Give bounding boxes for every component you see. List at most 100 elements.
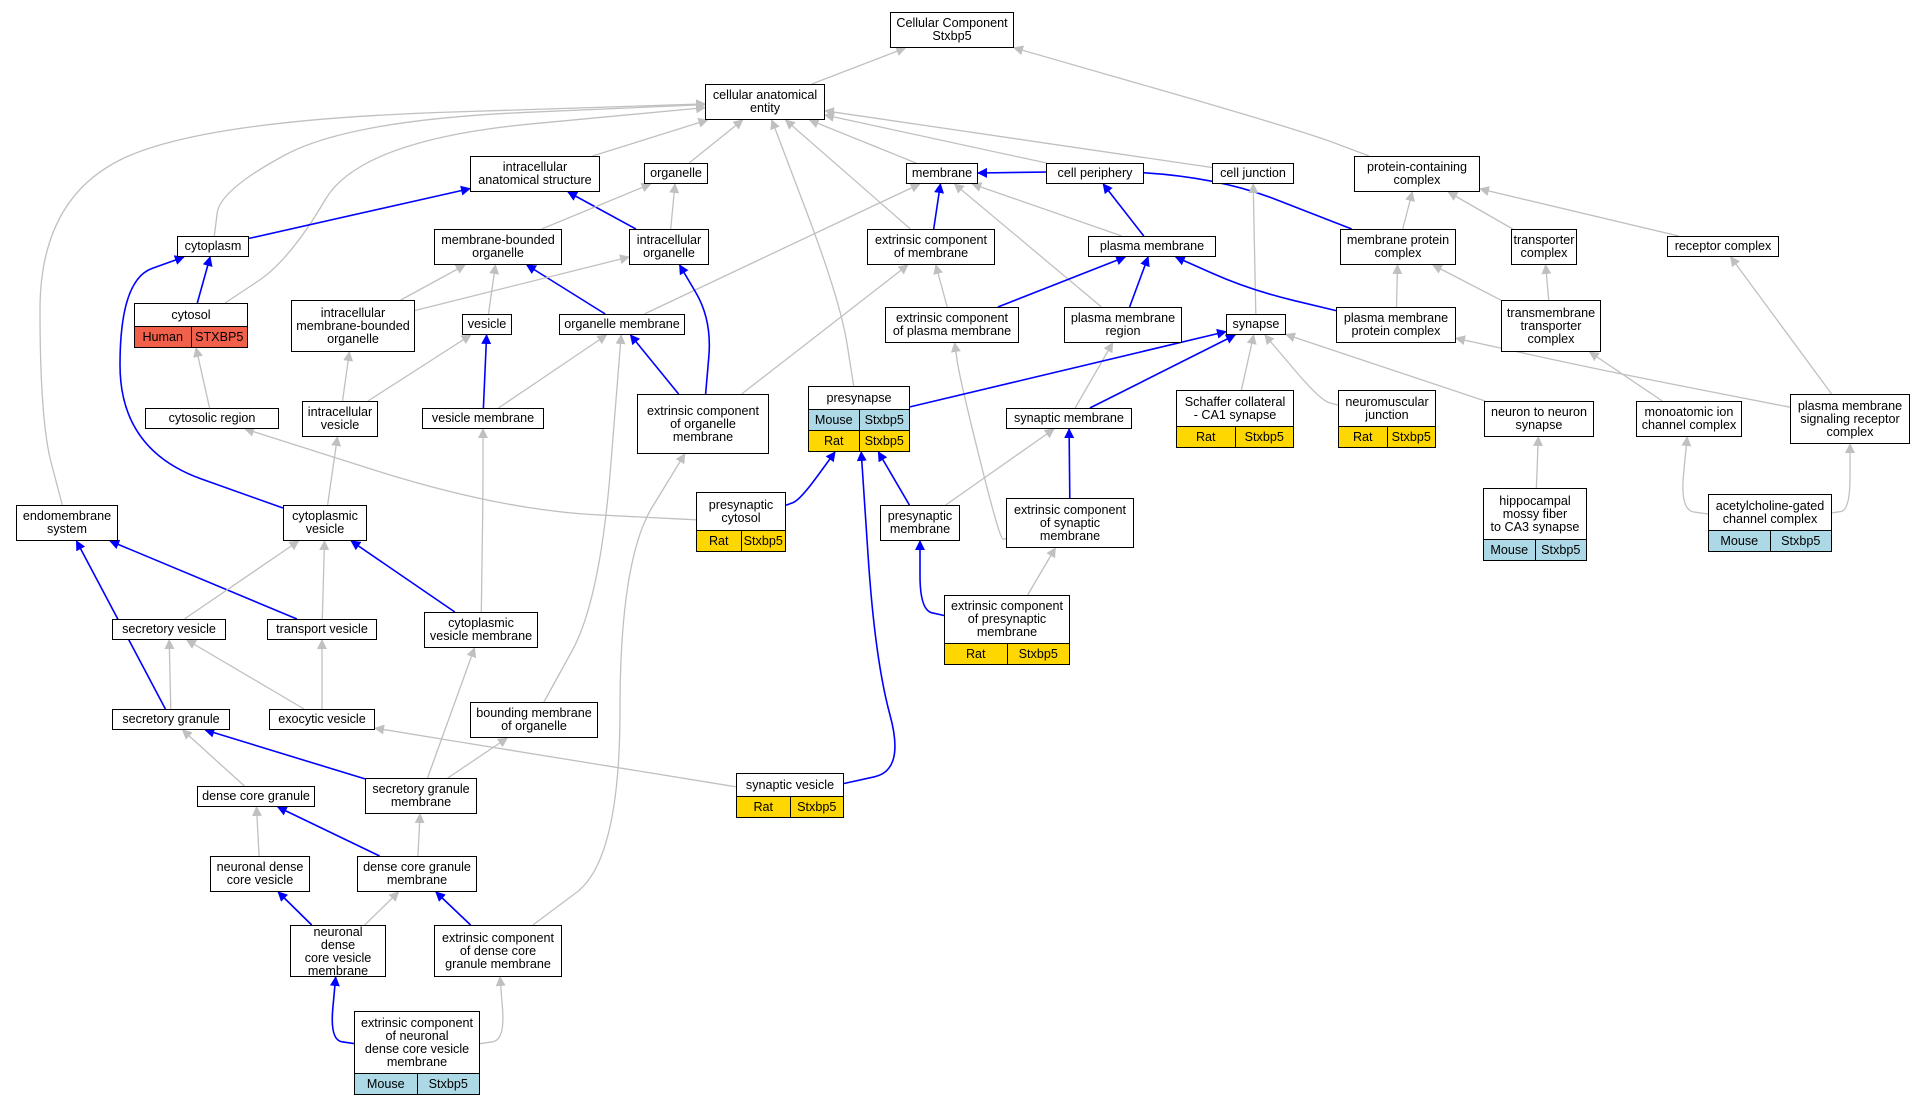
go-term-label: cytosol [171,307,211,322]
go-term-organelle[interactable]: organelle [644,163,708,184]
go-term-ndcv[interactable]: neuronal dense core vesicle [210,856,310,892]
go-term-pm[interactable]: plasma membrane [1088,236,1216,257]
go-term-label: cytosolic region [168,411,256,425]
go-term-transporter[interactable]: transporter complex [1511,229,1577,265]
go-term-vesmem[interactable]: vesicle membrane [422,408,544,429]
go-term-exoves[interactable]: exocytic vesicle [269,709,375,730]
is-a-edge-schaffer-to-synapse [1240,334,1257,391]
go-term-synmem[interactable]: synaptic membrane [1006,408,1132,429]
go-term-ecm[interactable]: extrinsic component of membrane [867,229,995,265]
go-term-ecpm[interactable]: extrinsic component of plasma membrane [885,307,1019,343]
go-term-label: plasma membrane region [1070,311,1176,338]
is-a-edge-pmsrc-to-pmpc [1455,335,1791,408]
go-term-pmr[interactable]: plasma membrane region [1064,307,1182,343]
go-term-pcc[interactable]: protein-containing complex [1354,156,1480,192]
go-term-label: intracellular organelle [636,233,702,260]
go-term-secgran[interactable]: secretory granule [112,709,230,730]
is-a-edge-pmpc-to-mpc [1392,264,1403,308]
go-term-synapse[interactable]: synapse [1226,314,1286,335]
go-term-label: secretory vesicle [122,622,216,636]
go-term-pmpc[interactable]: plasma membrane protein complex [1336,307,1456,343]
go-term-tmtc[interactable]: transmembrane transporter complex [1501,300,1601,352]
is-a-edge-imbo-to-mbo [400,264,466,301]
go-term-ecom[interactable]: extrinsic component of organelle membran… [637,394,769,454]
go-term-label: membrane [911,166,973,180]
go-term-label: bounding membrane of organelle [476,706,592,733]
part-of-edge-vesmem-to-vesicle [481,334,492,409]
go-term-dcgm[interactable]: dense core granule membrane [357,856,477,892]
go-term-dcg[interactable]: dense core granule [197,786,315,807]
is-a-edge-tmtc-to-transporter [1541,264,1552,301]
gene-symbol: Stxbp5 [1769,531,1832,551]
go-term-intves[interactable]: intracellular vesicle [302,401,378,437]
go-term-label: intracellular anatomical structure [478,160,592,187]
go-term-ecsm[interactable]: extrinsic component of synaptic membrane [1006,498,1134,548]
part-of-edge-sgm-to-secgran [204,727,366,780]
go-term-orgmem[interactable]: organelle membrane [559,314,685,335]
go-term-label: extrinsic component of synaptic membrane [1014,502,1126,543]
go-term-root[interactable]: Cellular Component Stxbp5 [890,12,1014,48]
go-term-cytreg[interactable]: cytosolic region [145,408,279,429]
go-term-sgm[interactable]: secretory granule membrane [365,778,477,814]
go-term-cellperiph[interactable]: cell periphery [1046,163,1144,184]
is-a-edge-orgmem-to-membrane [644,183,921,315]
go-term-label: plasma membrane signaling receptor compl… [1797,398,1903,439]
go-term-label: synaptic membrane [1014,411,1124,425]
go-term-ecdcgm[interactable]: extrinsic component of dense core granul… [434,925,562,977]
go-term-cytoplasm[interactable]: cytoplasm [177,236,249,257]
is-a-edge-ecdcgm-to-ecom [532,453,686,926]
go-term-premem[interactable]: presynaptic membrane [880,505,960,541]
gene-symbol: Stxbp5 [1006,644,1070,664]
go-term-celljunction[interactable]: cell junction [1212,163,1294,184]
go-term-label: vesicle membrane [431,411,535,425]
go-term-ecndcvm[interactable]: extrinsic component of neuronal dense co… [354,1011,480,1095]
go-term-bmo[interactable]: bounding membrane of organelle [470,702,598,738]
go-term-label: organelle membrane [564,317,680,331]
part-of-edge-pmpc-to-pm [1174,256,1337,312]
go-term-imbo[interactable]: intracellular membrane-bounded organelle [291,300,415,352]
is-a-edge-cellperiph-to-cae [824,112,1047,164]
go-term-label: intracellular membrane-bounded organelle [296,305,410,346]
part-of-edge-ecsm-to-synmem [1064,428,1075,499]
go-term-moic[interactable]: monoatomic ion channel complex [1636,401,1742,437]
go-term-label: dense core granule [202,789,310,803]
go-term-endo[interactable]: endomembrane system [16,505,118,541]
go-term-label: extrinsic component of organelle membran… [647,403,759,444]
go-term-cytves[interactable]: cytoplasmic vesicle [283,505,367,541]
go-term-ndcvm[interactable]: neuronal dense core vesicle membrane [290,925,386,977]
go-term-secves[interactable]: secretory vesicle [112,619,226,640]
is-a-edge-vesmem-to-orgmem [498,334,608,409]
go-term-vesicle[interactable]: vesicle [462,314,512,335]
is-a-edge-synmem-to-pmr [1074,342,1114,409]
is-a-edge-pmr-to-membrane [953,183,1102,308]
go-term-cae[interactable]: cellular anatomical entity [705,84,825,120]
gene-symbol: Stxbp5 [858,410,910,430]
go-term-mbo[interactable]: membrane-bounded organelle [434,229,562,265]
gene-symbol: Stxbp5 [416,1074,480,1094]
is-a-edge-celljunction-to-cae [824,107,1213,169]
go-term-ias[interactable]: intracellular anatomical structure [470,156,600,192]
go-term-label: neuron to neuron synapse [1491,405,1587,432]
go-term-mpc[interactable]: membrane protein complex [1340,229,1456,265]
go-term-receptor[interactable]: receptor complex [1667,236,1779,257]
go-term-cvm[interactable]: cytoplasmic vesicle membrane [424,612,538,648]
go-term-transves[interactable]: transport vesicle [267,619,377,640]
part-of-edge-ecpm-to-pm [997,255,1127,308]
go-term-membrane[interactable]: membrane [906,163,978,184]
go-term-ecpsm[interactable]: extrinsic component of presynaptic membr… [944,595,1070,665]
part-of-edge-pmr-to-pm [1128,256,1150,308]
is-a-edge-cytreg-to-cytosol [193,347,211,409]
go-term-n2n[interactable]: neuron to neuron synapse [1484,401,1594,437]
go-term-pmsrc[interactable]: plasma membrane signaling receptor compl… [1790,394,1910,444]
go-term-label: synapse [1232,317,1280,331]
go-term-label: hippocampal mossy fiber to CA3 synapse [1490,493,1580,534]
go-term-intorg[interactable]: intracellular organelle [629,229,709,265]
